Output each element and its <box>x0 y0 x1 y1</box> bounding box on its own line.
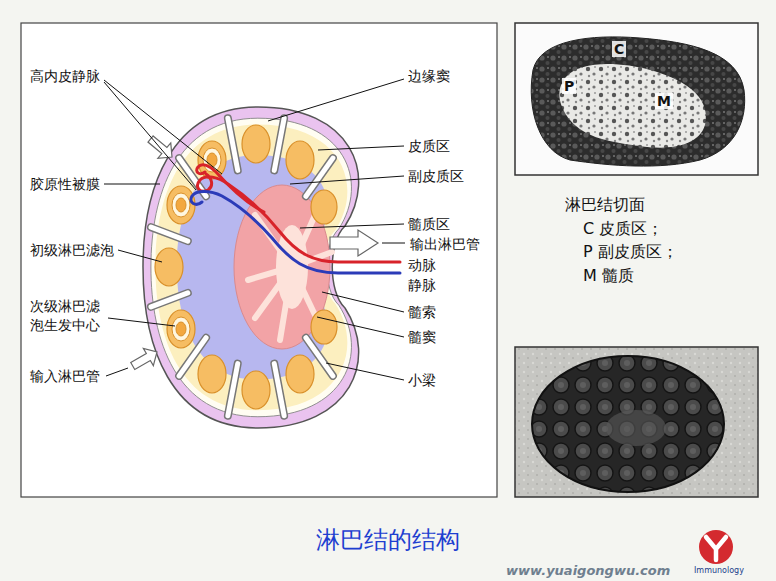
part-label: 输入淋巴管 <box>30 368 100 384</box>
afferent-arrow <box>128 343 162 374</box>
trabecula <box>274 118 284 170</box>
part-label: 静脉 <box>408 277 436 293</box>
leader-line <box>118 250 162 262</box>
trabecula <box>228 364 238 416</box>
lymph-follicle <box>167 186 195 224</box>
efferent-arrow <box>330 230 378 256</box>
leader-line <box>290 176 404 184</box>
blood-vessel <box>191 192 400 274</box>
cortex-region <box>155 125 347 411</box>
leader-line <box>108 318 175 326</box>
micrograph-section <box>559 64 706 148</box>
lymph-follicle <box>198 355 226 393</box>
part-label: 动脉 <box>408 257 436 273</box>
part-label: 高内皮静脉 <box>30 68 100 84</box>
logo-icon <box>699 530 733 564</box>
trabecula <box>151 293 188 307</box>
lymph-follicle <box>286 141 314 179</box>
watermark: www.yuaigongwu.com <box>506 564 670 579</box>
leader-line <box>326 363 404 380</box>
key-entry: P 副皮质区； <box>583 243 678 261</box>
lymph-follicle <box>167 310 195 348</box>
logo-icon <box>699 530 733 564</box>
micrograph-whole <box>515 347 758 497</box>
part-label: 初级淋巴滤泡 <box>30 242 114 258</box>
afferent-arrow <box>144 131 178 164</box>
part-label: 小梁 <box>408 372 436 388</box>
leader-line <box>104 82 196 190</box>
leader-line <box>268 79 404 121</box>
part-label: 次级淋巴滤 泡生发中心 <box>30 297 106 335</box>
blood-vessel <box>198 174 400 262</box>
germinal-center <box>172 317 190 341</box>
part-label: 髓索 <box>408 304 436 320</box>
part-label: 髓质区 <box>408 216 450 232</box>
trabecula <box>151 227 188 241</box>
part-label: 边缘窦 <box>408 68 450 84</box>
part-label: 胶原性被膜 <box>30 176 100 192</box>
logo-icon <box>706 537 726 560</box>
photo-letter: M <box>655 93 673 109</box>
micrograph-section <box>515 23 758 175</box>
micrograph-whole <box>532 356 724 492</box>
leader-line <box>318 146 404 150</box>
leader-line <box>317 317 404 337</box>
part-label: 皮质区 <box>408 138 450 154</box>
key-entry: M 髓质 <box>583 267 634 285</box>
trabecula <box>274 118 284 170</box>
logo-text: Immunology <box>694 566 744 575</box>
afferent-arrow <box>144 131 178 164</box>
lymph-follicle <box>286 355 314 393</box>
blood-vessel <box>197 165 264 212</box>
photo-letter: P <box>562 78 576 94</box>
micrograph-whole <box>515 347 758 497</box>
trabecula <box>274 364 284 416</box>
afferent-arrow <box>128 343 162 374</box>
key-entry: C 皮质区； <box>583 220 663 238</box>
leader-line <box>104 80 222 174</box>
leader-line <box>104 79 405 380</box>
lymph-follicle <box>242 125 270 163</box>
germinal-center <box>172 193 190 217</box>
micrograph-section <box>531 37 744 166</box>
blood-vessel <box>191 165 400 273</box>
diagram-panel <box>21 23 497 497</box>
micrograph-whole <box>606 410 666 446</box>
photo-letter: C <box>612 41 626 57</box>
trabecula <box>228 364 238 416</box>
subcapsular-sinus <box>151 118 352 417</box>
leader-line <box>382 243 405 244</box>
slide-title: 淋巴结的结构 <box>0 526 776 555</box>
germinal-center <box>176 198 186 212</box>
trabecula <box>228 118 238 170</box>
lymph-node-figure <box>128 107 400 428</box>
germinal-center <box>176 322 186 336</box>
leader-line <box>106 368 128 376</box>
lymph-follicle <box>242 371 270 409</box>
capsule <box>143 107 359 428</box>
trabecula <box>151 227 188 241</box>
part-label: 髓窦 <box>408 329 436 345</box>
lymph-follicle <box>155 248 183 286</box>
leader-line <box>104 184 160 185</box>
trabecula <box>228 118 238 170</box>
lymph-follicle <box>311 190 337 224</box>
trabecula <box>151 293 188 307</box>
trabecula <box>274 364 284 416</box>
part-label: 副皮质区 <box>408 168 464 184</box>
lymph-follicle <box>311 310 337 344</box>
part-label: 输出淋巴管 <box>410 236 480 252</box>
key-heading: 淋巴结切面 <box>565 196 645 214</box>
leader-line <box>300 224 404 228</box>
leader-line <box>322 292 404 312</box>
micrograph-section <box>515 23 758 175</box>
